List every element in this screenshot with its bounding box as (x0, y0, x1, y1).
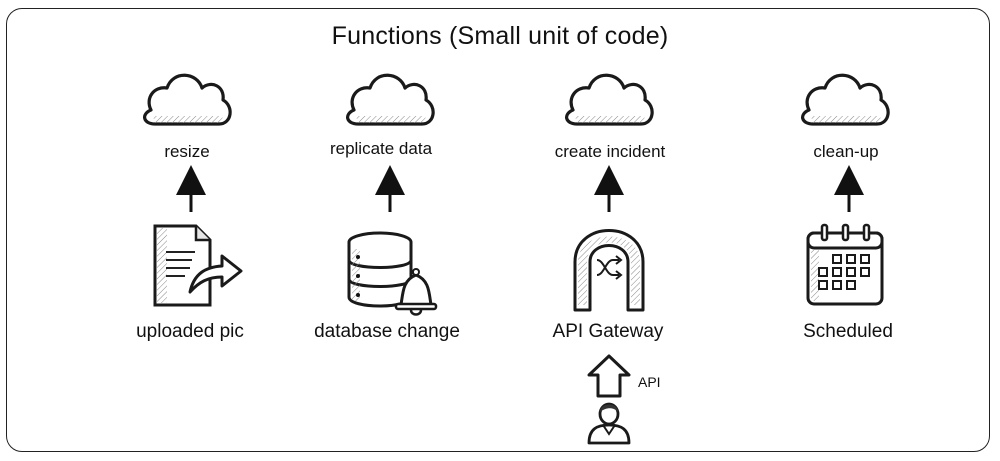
user-icon (587, 402, 631, 445)
trigger-label-scheduled: Scheduled (803, 321, 893, 342)
cloud-icon (142, 73, 232, 126)
cloud-icon (800, 73, 890, 126)
document-share-icon (153, 224, 243, 307)
diagram-frame (6, 8, 990, 452)
function-label-resize: resize (164, 142, 210, 161)
database-bell-icon (347, 231, 438, 316)
api-gateway-icon (573, 229, 645, 312)
function-label-create-incident: create incident (554, 142, 666, 161)
cloud-icon (345, 73, 435, 126)
arrow-up-outline-icon (587, 354, 631, 398)
calendar-icon (806, 223, 884, 306)
cloud-icon (564, 73, 654, 126)
function-label-replicate-data: replicate data (329, 139, 433, 158)
trigger-label-api-gateway: API Gateway (552, 321, 664, 342)
api-label: API (638, 374, 661, 390)
function-label-clean-up: clean-up (813, 142, 879, 161)
diagram-title: Functions (Small unit of code) (331, 22, 669, 50)
trigger-label-uploaded-pic: uploaded pic (136, 321, 244, 342)
trigger-label-database-change: database change (314, 321, 460, 342)
